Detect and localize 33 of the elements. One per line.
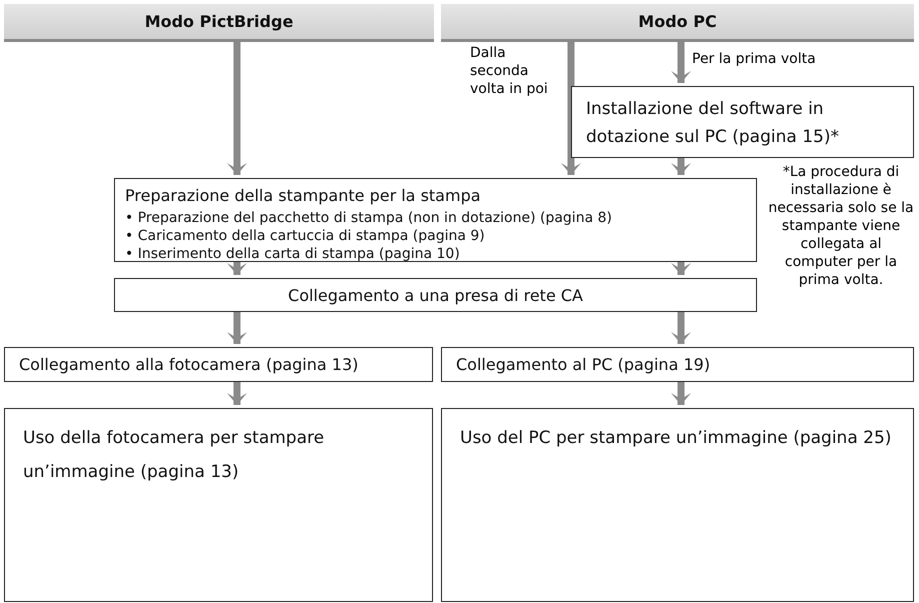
edge-label: Per la prima volta (692, 50, 816, 68)
arrow (561, 42, 581, 175)
box-text: Collegamento a una presa di rete CA (288, 286, 583, 304)
box-text: Collegamento al PC (pagina 19) (456, 355, 710, 374)
process-box (4, 408, 433, 602)
process-box (571, 86, 914, 158)
process-box (114, 278, 757, 312)
arrow (671, 312, 691, 344)
bullet-item: • Preparazione del pacchetto di stampa (non in dotazione) (pagina 8) (125, 209, 613, 227)
mode-header-bar (4, 4, 434, 42)
box-text: Uso della fotocamera per stampare un’immagine (pagina 13) (23, 428, 324, 482)
process-box (114, 178, 757, 262)
arrow (227, 262, 247, 275)
arrow (671, 42, 691, 83)
arrow (227, 42, 247, 175)
arrow (671, 382, 691, 405)
footnote: *La procedura di installazione è necessaria solo se la stampante viene collegata al computer per la prima volta. (767, 163, 915, 289)
process-box (441, 408, 914, 602)
mode-header-bar (441, 4, 914, 42)
process-box (441, 347, 914, 382)
bullet-item: • Caricamento della cartuccia di stampa (pagina 9) (125, 227, 486, 245)
box-heading: Preparazione della stampante per la stampa (125, 185, 482, 207)
bullet-item: • Inserimento della carta di stampa (pagina 10) (125, 245, 461, 263)
process-box (4, 347, 433, 382)
arrow (671, 262, 691, 275)
arrow (671, 158, 691, 175)
box-text: Uso del PC per stampare un’immagine (pagina 25) (460, 428, 892, 448)
arrow (227, 382, 247, 405)
header-text: Modo PictBridge (144, 12, 294, 31)
header-text: Modo PC (638, 12, 717, 31)
box-text: Collegamento alla fotocamera (pagina 13) (19, 355, 358, 374)
arrow (227, 312, 247, 344)
box-text: Installazione del software in dotazione sul PC (pagina 15)* (586, 99, 839, 147)
